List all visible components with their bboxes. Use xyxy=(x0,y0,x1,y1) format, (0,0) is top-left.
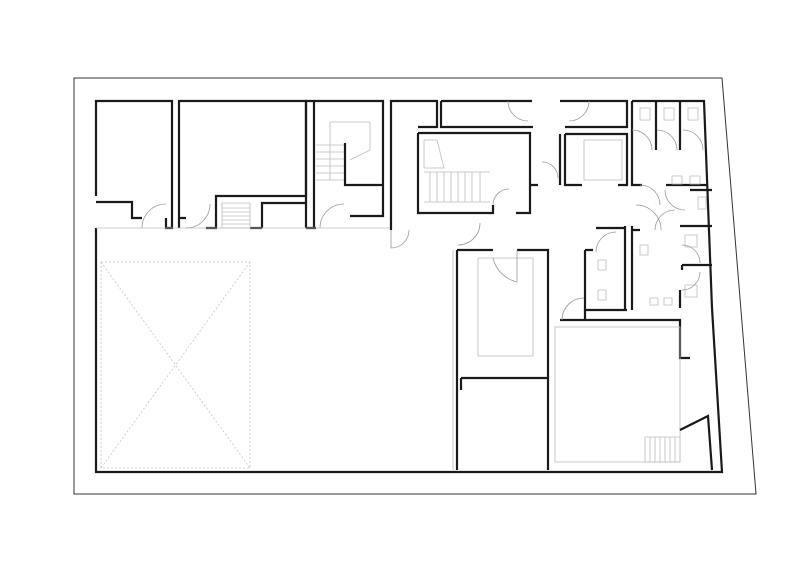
wc-fixtures xyxy=(597,107,707,306)
toilets-walls xyxy=(630,101,712,310)
room-2 xyxy=(177,99,308,230)
right-room-stairs xyxy=(644,436,681,463)
site-boundary xyxy=(73,77,757,495)
middle-room-fixture xyxy=(477,257,534,357)
room-4 xyxy=(389,99,439,230)
right-room-inner xyxy=(554,326,681,463)
stair-3-wall xyxy=(343,143,383,187)
void-cross xyxy=(100,261,251,469)
small-stair xyxy=(221,202,251,229)
right-room-stair-wall xyxy=(679,414,714,471)
top-corridor-wall xyxy=(439,99,629,129)
door-swings xyxy=(141,100,704,321)
corridor-lines xyxy=(96,227,454,470)
right-perimeter-wall xyxy=(632,99,714,309)
middle-room-walls xyxy=(455,248,550,470)
central-stair-block xyxy=(416,131,538,215)
right-room-walls xyxy=(560,310,690,360)
lift-car xyxy=(583,139,623,181)
room-1 xyxy=(94,99,174,230)
stairs-3 xyxy=(316,121,371,181)
void-area xyxy=(100,261,251,469)
central-stairs xyxy=(423,139,490,203)
perimeter-wall xyxy=(94,228,724,474)
lift-shaft xyxy=(558,132,629,187)
